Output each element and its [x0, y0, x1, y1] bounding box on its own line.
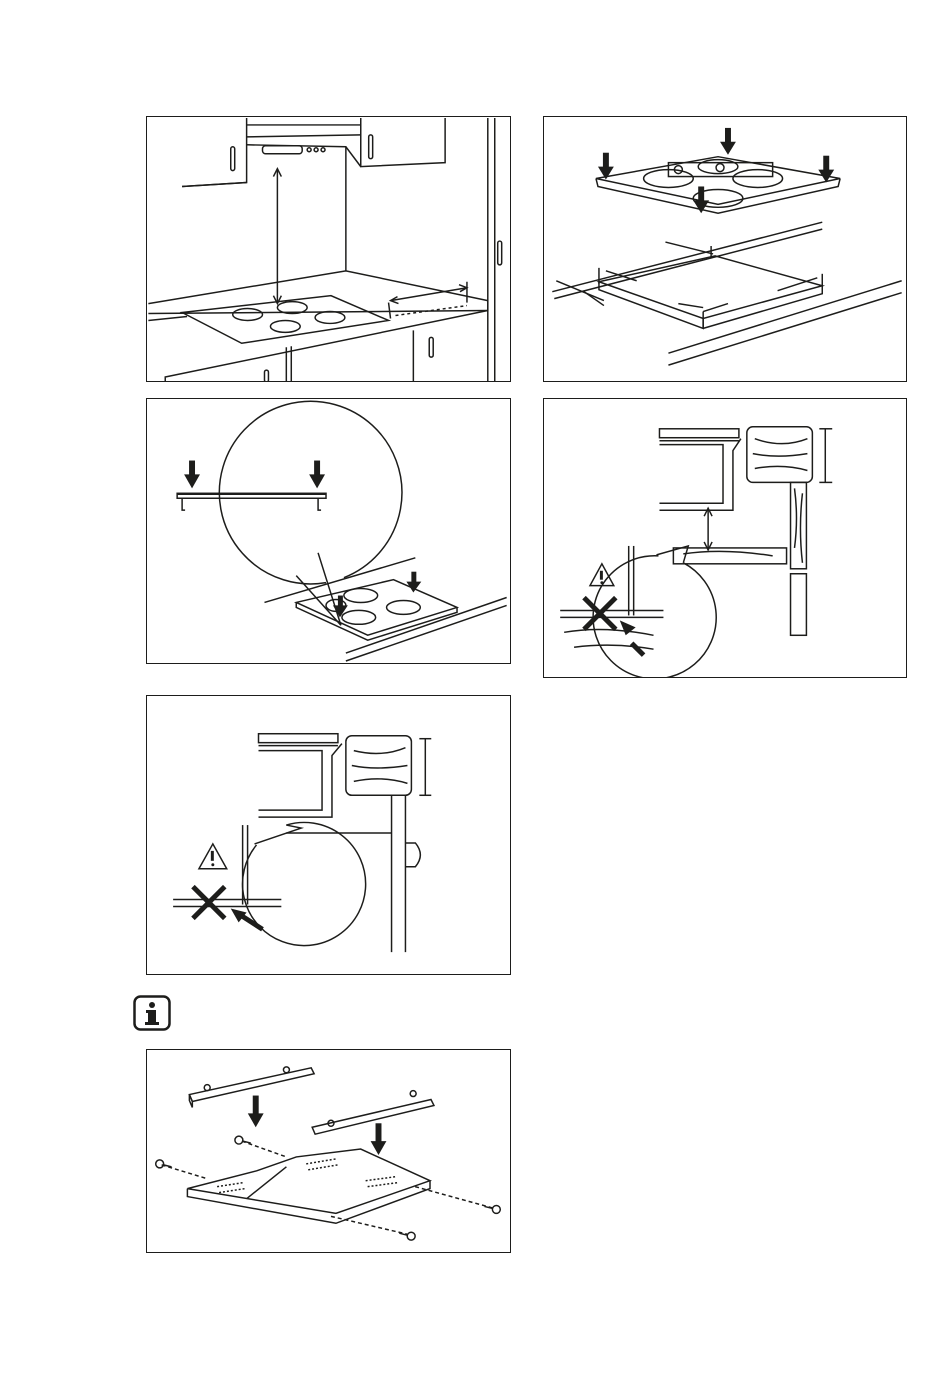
figure-cutout-dimensions	[543, 116, 907, 382]
figure-hob-under-hood	[146, 116, 511, 382]
cutout-dimensions-illustration	[544, 117, 906, 381]
figure-clearance-below-hob	[543, 398, 907, 678]
press-hob-into-cutout-illustration	[147, 399, 510, 663]
info-icon	[133, 995, 171, 1031]
clearance-below-hob-illustration	[544, 399, 906, 677]
figure-clearance-oven-below	[146, 695, 511, 975]
figure-protection-box-assembly	[146, 1049, 511, 1253]
hob-under-hood-illustration	[147, 117, 510, 381]
clearance-oven-below-illustration	[147, 696, 510, 974]
figure-press-hob-into-cutout	[146, 398, 511, 664]
protection-box-assembly-illustration	[147, 1050, 510, 1252]
